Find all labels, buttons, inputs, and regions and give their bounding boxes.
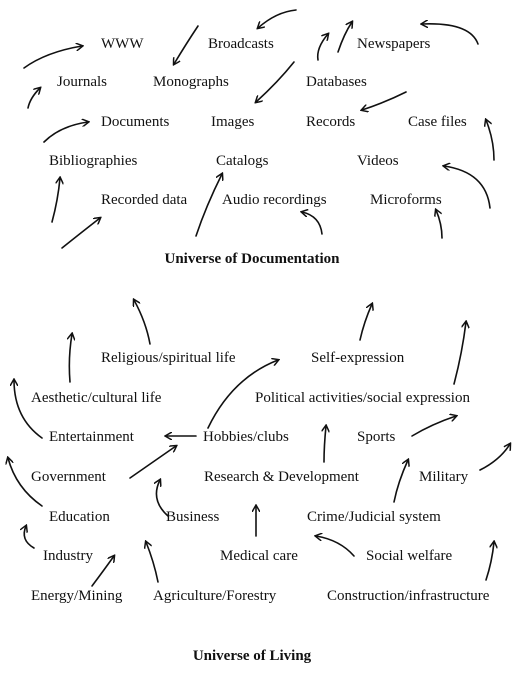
arrow-broadcasts-to-monographs — [174, 25, 199, 64]
term-self-expression: Self-expression — [311, 350, 405, 366]
term-government: Government — [31, 469, 107, 485]
arrow-to-documents — [43, 122, 88, 143]
term-documents: Documents — [101, 114, 169, 130]
arrow-hobbies-to-self-expression — [207, 360, 278, 429]
term-religious: Religious/spiritual life — [101, 350, 236, 366]
arrow-crime-to-military — [393, 460, 408, 503]
arrow-to-agriculture — [146, 542, 159, 583]
arrow-to-journals — [27, 88, 40, 109]
term-crime: Crime/Judicial system — [307, 509, 441, 525]
documentation-arrows — [23, 9, 495, 249]
arrow-to-hobbies — [129, 446, 176, 479]
arrow-to-www — [23, 46, 82, 69]
arrow-above-political — [453, 322, 466, 385]
term-aesthetic: Aesthetic/cultural life — [31, 390, 162, 406]
term-education: Education — [49, 509, 110, 525]
arrow-to-bibliographies — [51, 178, 60, 223]
arrow-to-newspapers-left — [337, 22, 352, 53]
term-business: Business — [166, 509, 220, 525]
term-videos: Videos — [357, 153, 399, 169]
arrow-military-to-right — [479, 444, 510, 471]
arrow-to-government — [8, 458, 43, 507]
term-monographs: Monographs — [153, 74, 229, 90]
term-energy: Energy/Mining — [31, 588, 123, 604]
arrow-above-broadcasts — [258, 9, 297, 28]
arrow-to-business — [156, 480, 169, 517]
arrow-databases-to-images — [256, 61, 295, 102]
term-databases: Databases — [306, 74, 367, 90]
term-sports: Sports — [357, 429, 396, 445]
term-broadcasts: Broadcasts — [208, 36, 274, 52]
arrow-to-newspapers-right — [422, 24, 479, 45]
term-military: Military — [419, 469, 469, 485]
term-entertainment: Entertainment — [49, 429, 135, 445]
term-bibliographies: Bibliographies — [49, 153, 137, 169]
arrow-social-welfare-to-medical — [316, 536, 355, 557]
arrow-to-aesthetic — [14, 380, 43, 439]
term-catalogs: Catalogs — [216, 153, 269, 169]
term-political: Political activities/social expression — [255, 390, 470, 406]
term-newspapers: Newspapers — [357, 36, 430, 52]
living-arrows — [8, 300, 510, 587]
arrow-to-videos — [444, 166, 491, 209]
arrow-to-records — [362, 91, 407, 110]
term-images: Images — [211, 114, 254, 130]
arrow-energy-to-industry — [91, 556, 114, 587]
arrow-to-databases — [316, 34, 328, 61]
arrow-to-recorded-data — [61, 218, 100, 249]
term-recorded-data: Recorded data — [101, 192, 188, 208]
term-case-files: Case files — [408, 114, 467, 130]
term-medical: Medical care — [220, 548, 298, 564]
term-www: WWW — [101, 36, 144, 52]
arrow-to-political — [324, 426, 326, 463]
term-social-welfare: Social welfare — [366, 548, 453, 564]
arrow-to-case-files — [486, 120, 495, 161]
arrow-sports-to-right — [411, 416, 456, 437]
term-journals: Journals — [57, 74, 107, 90]
term-microforms: Microforms — [370, 192, 442, 208]
living-title: Universe of Living — [193, 648, 312, 664]
term-construction: Construction/infrastructure — [327, 588, 490, 604]
arrow-above-aesthetic — [69, 334, 72, 383]
arrow-to-microforms — [436, 210, 443, 239]
arrow-to-industry — [24, 526, 35, 549]
term-audio-recordings: Audio recordings — [222, 192, 327, 208]
term-records: Records — [306, 114, 355, 130]
term-agriculture: Agriculture/Forestry — [153, 588, 277, 604]
arrow-to-catalogs — [195, 174, 222, 237]
documentation-title: Universe of Documentation — [165, 251, 341, 267]
term-hobbies: Hobbies/clubs — [203, 429, 289, 445]
arrow-to-audio-recordings — [302, 212, 323, 235]
term-industry: Industry — [43, 548, 93, 564]
arrow-above-self-expression — [359, 304, 372, 341]
arrow-above-religious — [134, 300, 151, 345]
term-research: Research & Development — [204, 469, 360, 485]
arrow-to-construction — [485, 542, 494, 581]
